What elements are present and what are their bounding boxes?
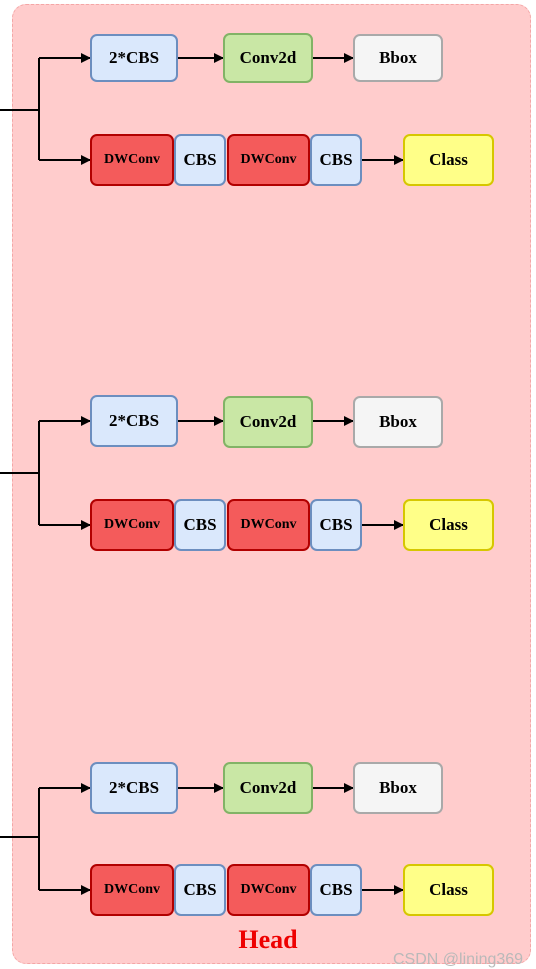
cbs-label: CBS	[183, 515, 217, 534]
cbs-label: CBS	[319, 880, 353, 899]
class-label: Class	[429, 515, 468, 534]
bbox-label: Bbox	[379, 48, 417, 67]
bbox-label: Bbox	[379, 412, 417, 431]
class-output-2: Class	[403, 499, 494, 551]
conv2d-label: Conv2d	[239, 778, 297, 797]
bbox-label: Bbox	[379, 778, 417, 797]
dwconv-block-2b: DWConv	[227, 499, 310, 551]
dwconv-label: DWConv	[240, 882, 297, 897]
class-output-1: Class	[403, 134, 494, 186]
dwconv-block-3a: DWConv	[90, 864, 174, 916]
cbs-block-2a: CBS	[174, 499, 226, 551]
double-cbs-label: 2*CBS	[108, 48, 160, 67]
cbs-block-3b: CBS	[310, 864, 362, 916]
dwconv-label: DWConv	[240, 517, 297, 532]
dwconv-label: DWConv	[103, 517, 160, 532]
dwconv-block-1b: DWConv	[227, 134, 310, 186]
conv2d-block-3: Conv2d	[223, 762, 313, 814]
dwconv-block-2a: DWConv	[90, 499, 174, 551]
conv2d-label: Conv2d	[239, 48, 297, 67]
double-cbs-block-1: 2*CBS	[90, 34, 178, 82]
conv2d-block-1: Conv2d	[223, 33, 313, 83]
double-cbs-block-2: 2*CBS	[90, 395, 178, 447]
cbs-label: CBS	[183, 880, 217, 899]
dwconv-block-3b: DWConv	[227, 864, 310, 916]
double-cbs-label: 2*CBS	[108, 778, 160, 797]
dwconv-label: DWConv	[103, 152, 160, 167]
cbs-block-3a: CBS	[174, 864, 226, 916]
double-cbs-block-3: 2*CBS	[90, 762, 178, 814]
cbs-label: CBS	[183, 150, 217, 169]
cbs-block-1a: CBS	[174, 134, 226, 186]
double-cbs-label: 2*CBS	[108, 411, 160, 430]
class-label: Class	[429, 150, 468, 169]
head-title: Head	[238, 925, 298, 954]
dwconv-label: DWConv	[240, 152, 297, 167]
cbs-label: CBS	[319, 150, 353, 169]
conv2d-label: Conv2d	[239, 412, 297, 431]
cbs-label: CBS	[319, 515, 353, 534]
bbox-output-2: Bbox	[353, 396, 443, 448]
conv2d-block-2: Conv2d	[223, 396, 313, 448]
class-output-3: Class	[403, 864, 494, 916]
cbs-block-1b: CBS	[310, 134, 362, 186]
class-label: Class	[429, 880, 468, 899]
dwconv-label: DWConv	[103, 882, 160, 897]
cbs-block-2b: CBS	[310, 499, 362, 551]
dwconv-block-1a: DWConv	[90, 134, 174, 186]
bbox-output-1: Bbox	[353, 34, 443, 82]
watermark: CSDN @lining369	[393, 951, 524, 968]
bbox-output-3: Bbox	[353, 762, 443, 814]
